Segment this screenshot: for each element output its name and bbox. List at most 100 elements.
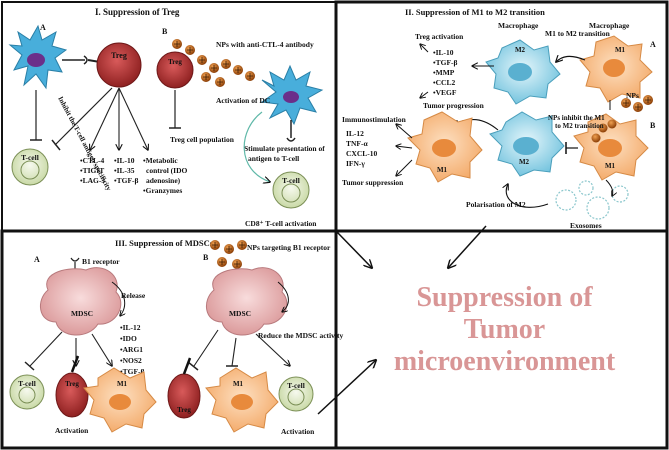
transition-label: M1 to M2 transition <box>545 29 611 38</box>
stimulate-note-1: Stimulate presentation of <box>244 144 325 153</box>
m2-macrophage-top: M2 <box>485 39 561 105</box>
nps-targeting-label: NPs targeting B1 receptor <box>247 243 331 252</box>
tcell-d: T-cell <box>278 376 314 412</box>
cytokine-item: IFN-γ <box>346 159 365 168</box>
panel3-label-a: A <box>34 255 40 264</box>
treg-label: Treg <box>111 51 127 60</box>
activation-label: Activation <box>55 426 89 435</box>
dendritic-cell-b-icon <box>260 64 324 126</box>
treg-population: Treg cell population <box>170 135 235 144</box>
m1-macrophage-d: M1 <box>205 367 279 433</box>
col3-item: control (IDO <box>146 166 187 175</box>
center-line-3: microenvironment <box>393 346 616 377</box>
macrophage-left-label: Macrophage <box>498 21 539 30</box>
m1-macrophage-middle: M1 <box>573 113 649 181</box>
m1-b-label: M1 <box>605 162 616 170</box>
factor-item: •MMP <box>433 68 455 77</box>
exosome-icons <box>555 180 629 220</box>
panel3-label-b: B <box>203 253 209 262</box>
released-item: •ARG1 <box>120 345 143 354</box>
col2-item: •IL-10 <box>114 156 135 165</box>
panel1-label-a: A <box>40 23 46 32</box>
exosomes-label: Exosomes <box>570 221 602 230</box>
center-line-2: Tumor <box>463 314 546 345</box>
mdsc-b-label: MDSC <box>229 309 251 318</box>
center-line-1: Suppression of <box>416 282 593 313</box>
nps-label: NPs <box>626 91 639 100</box>
nps-inhibit-2: to M2 transition <box>555 122 604 130</box>
factor-item: •TGF-β <box>433 58 458 67</box>
treg-cell-a: Treg <box>96 42 142 88</box>
m1-left-label: M1 <box>437 166 448 174</box>
tcell-c: T-cell <box>9 374 45 410</box>
nps-antibody-label: NPs with anti-CTL-4 antibody <box>216 40 314 49</box>
arrow-from-panel1 <box>336 231 372 268</box>
m1-label: M1 <box>615 46 626 54</box>
m2-macrophage-middle: M2 <box>489 111 565 177</box>
m1-c-label: M1 <box>117 380 128 388</box>
tcell-c-label: T-cell <box>18 379 36 388</box>
activation-dc-label: Activation of DC <box>216 96 270 105</box>
m2-b-label: M2 <box>519 158 530 166</box>
treg-b-label: Treg <box>168 58 182 66</box>
col1-item: •CTL-4 <box>80 156 105 165</box>
m1-macrophage-top: M1 <box>579 35 653 103</box>
treg-cell-b: Treg <box>156 51 194 89</box>
col1-item: •TIGIT <box>80 166 104 175</box>
dendritic-cell-icon <box>8 24 68 90</box>
activation-b-label: Activation <box>281 427 315 436</box>
cd8-activation: CD8⁺ T-cell activation <box>245 219 317 228</box>
nps-inhibit-1: NPs inhibit the M1 <box>548 114 605 122</box>
col3-item: •Metabolic <box>143 156 178 165</box>
mdsc-cell-b: MDSC <box>206 267 288 336</box>
center-heading: Suppression of Tumor microenvironment <box>340 282 669 378</box>
tcell-label: T-cell <box>21 153 39 162</box>
immunostimulation-label: Immunostimulation <box>342 115 407 124</box>
reduce-label: Reduce the MDSC activity <box>258 331 343 340</box>
cytokine-item: IL-12 <box>346 129 364 138</box>
panel3-title: III. Suppression of MDSCs <box>115 238 214 248</box>
col2-item: •TGF-β <box>114 176 139 185</box>
arrow-from-panel2 <box>448 225 487 268</box>
cytokine-item: TNF-α <box>346 139 368 148</box>
nanoparticle-icons-panel2 <box>591 95 653 143</box>
released-item: •IL-12 <box>120 323 141 332</box>
col1-item: •LAG-3 <box>80 176 105 185</box>
treg-c-label: Treg <box>65 380 79 388</box>
m2-label: M2 <box>515 46 526 54</box>
col3-item: •Granzymes <box>143 186 182 195</box>
m1-macrophage-left: M1 <box>407 111 483 183</box>
panel2-label-a: A <box>650 40 656 49</box>
panel2-title: II. Suppression of M1 to M2 transition <box>405 7 545 17</box>
col3-item: adenosine) <box>146 176 181 185</box>
macrophage-right-label: Macrophage <box>589 21 630 30</box>
panel2-label-b: B <box>650 121 656 130</box>
treg-cell-c: Treg <box>55 355 89 418</box>
tcell-d-label: T-cell <box>287 381 305 390</box>
panel1-label-b: B <box>162 27 168 36</box>
tumor-progression-label: Tumor progression <box>423 101 485 110</box>
treg-cell-d: Treg <box>167 357 201 419</box>
treg-activation-label: Treg activation <box>415 32 464 41</box>
mdsc-cell-a: MDSC <box>40 267 122 336</box>
mdsc-label: MDSC <box>71 309 93 318</box>
nanoparticle-icons <box>172 39 255 87</box>
released-item: •IDO <box>120 334 137 343</box>
tcell-b-label: T-cell <box>282 176 300 185</box>
tumor-suppression-label: Tumor suppression <box>342 178 404 187</box>
factor-item: •IL-10 <box>433 48 454 57</box>
nanoparticle-icons-panel3 <box>210 240 247 269</box>
arrow-from-panel3 <box>317 360 376 415</box>
factor-item: •CCL2 <box>433 78 455 87</box>
released-item: •TGF-β <box>120 367 145 376</box>
factor-item: •VEGF <box>433 88 457 97</box>
released-item: •NOS2 <box>120 356 142 365</box>
b1-receptor-label: B1 receptor <box>82 257 120 266</box>
col2-item: •IL-35 <box>114 166 135 175</box>
m1-macrophage-c: M1 <box>83 367 157 433</box>
cytokine-item: CXCL-10 <box>346 149 377 158</box>
tcell-b: T-cell <box>272 171 310 209</box>
panel1-title: I. Suppression of Treg <box>95 7 180 17</box>
polarisation-label: Polarisation of M2 <box>466 200 526 209</box>
